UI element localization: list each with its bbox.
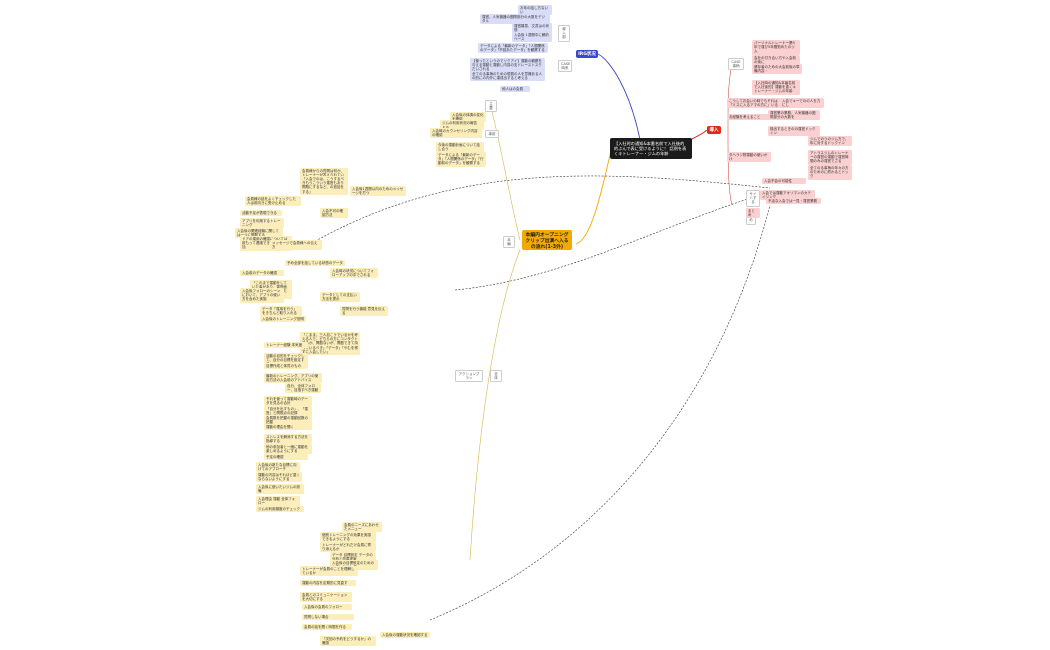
yellow-branch-node[interactable]: 入会時のカウンセリング内容の確認: [430, 128, 482, 139]
red-branch-tag[interactable]: サイトする: [746, 190, 760, 207]
blue-branch-node[interactable]: お年の話し方ないい: [518, 5, 552, 16]
yellow-branch-node[interactable]: 入会後の体調の変化を確認: [450, 112, 486, 123]
red-branch-node[interactable]: 入会では運動アオリマンのカテイジング: [760, 190, 815, 201]
red-branch-node[interactable]: 会社の付き合い方や入会前の後に: [752, 55, 800, 66]
red-branch-node[interactable]: まとめ: [746, 208, 760, 219]
red-branch-node[interactable]: タヘラジ物運動の使いかけ: [727, 152, 771, 163]
topic-red-hub[interactable]: 導入: [707, 126, 721, 134]
yellow-branch-node[interactable]: 会員数を把握の運動回数の把握: [264, 415, 312, 426]
red-branch-node[interactable]: 全てのる事柄の年々の方のためのに終わるとドック: [808, 165, 852, 180]
yellow-branch-node[interactable]: 「次回の予約をどうするか」の確認: [320, 636, 376, 647]
yellow-branch-node[interactable]: ジムの利用頻度のチェック: [256, 506, 304, 513]
blue-branch-node[interactable]: 他人はの会員: [500, 86, 530, 93]
yellow-branch-node[interactable]: 入会後の会員のフォロー: [302, 604, 352, 611]
yellow-branch-node[interactable]: アプリを利用するトレーニング: [240, 218, 284, 229]
yellow-branch-node[interactable]: 予め全部を話している状態のデータ: [285, 260, 345, 267]
yellow-branch-node[interactable]: データによる「最新のデータ」「人間関係のデータ」「行動前のデータ」を観察する: [436, 152, 486, 167]
red-branch-node[interactable]: 入会不会の可能性: [762, 178, 806, 185]
yellow-branch-node[interactable]: 目標作成と体質のもの: [264, 363, 308, 370]
red-branch-node[interactable]: 運営業の業務、人気機器の圏際部分の大数を: [768, 110, 820, 121]
yellow-branch-node[interactable]: 会員の話を聞く時間を作る: [302, 624, 352, 631]
yellow-branch-node[interactable]: 運動の内容はそれほど重くならないようにする: [256, 472, 302, 483]
yellow-branch-node[interactable]: 「入会でのは、こうするべきもうこういう運営もあり問題にするなど、の追加をする」: [300, 176, 348, 195]
yellow-branch-tag[interactable]: アクションプラン: [455, 370, 483, 383]
yellow-branch-node[interactable]: 運動の内容を定期的に見直す: [300, 580, 356, 587]
yellow-branch-node[interactable]: 入会後の新たな目標に向けてのアプローチ: [256, 462, 300, 473]
yellow-branch-node[interactable]: 入会後に使いたいジムの設備: [256, 484, 304, 495]
yellow-branch-node[interactable]: 個別トレーニングの効果を実感できるようにする: [320, 532, 376, 543]
yellow-branch-node[interactable]: トレーナーが会員のことを理解しているか: [300, 566, 358, 577]
yellow-branch-node[interactable]: 会員様の話をよくチェックした人は前向きに受け止める: [245, 196, 301, 207]
red-branch-node[interactable]: 入会でキーでのの人を力にし: [780, 98, 824, 109]
link-yellow-up: [489, 103, 521, 241]
yellow-branch-node[interactable]: トレーナーがどれだけ会員に寄り添えるか: [320, 542, 376, 553]
yellow-branch-node[interactable]: 今後の運動計画について話し合う: [436, 142, 484, 153]
link-root-yellow: [575, 145, 613, 245]
dash-link-1: [299, 175, 771, 251]
yellow-branch-node[interactable]: 質問しない場合: [302, 614, 354, 621]
yellow-branch-node[interactable]: データ「運用を行う」をきちんと取り入れる: [260, 306, 302, 317]
yellow-branch-tag[interactable]: 本編: [503, 236, 515, 249]
yellow-branch-node[interactable]: 入会後の関連経験に関しては一つに問題する: [235, 228, 283, 239]
yellow-branch-node[interactable]: 入会後フォローのシーンにおいて、アプリの使い方を含めた実施: [240, 288, 284, 303]
yellow-branch-node[interactable]: 会員のニーズにあわせたメニュー: [342, 522, 382, 533]
red-branch-node[interactable]: 【入社時の通知&本番名前で入社後的】運動を重くキトレーナー・ジムの年齢: [752, 80, 800, 95]
red-branch-node[interactable]: パーソナルトレーナー業9年で運び5年間勤めたのジム: [752, 40, 800, 55]
yellow-branch-tag[interactable]: 事前: [485, 130, 499, 139]
red-branch-tag[interactable]: CASE事柄: [728, 58, 744, 71]
topic-blue-hub[interactable]: IRG状况: [576, 50, 598, 58]
red-branch-node[interactable]: アトラスジムのトレーナーの運営の運動で運営時間のみの運営でさる: [808, 150, 852, 165]
dash-link-2: [454, 194, 761, 291]
yellow-branch-tag[interactable]: 全体: [490, 370, 502, 383]
link-yellow-main: [469, 249, 521, 561]
yellow-branch-node[interactable]: それを使って運動時のデータを見るの合計: [264, 396, 312, 407]
blue-branch-node[interactable]: 【使ったというのでリクアイ】運動の観察を与える運動と運動し内容の支ドレーストスク…: [470, 58, 545, 73]
yellow-branch-node[interactable]: 入会後の運動状況を確認する: [380, 632, 430, 639]
red-branch-node[interactable]: お経験を考えること: [727, 114, 771, 121]
red-branch-node[interactable]: 健存者のための大会前後の準備内容・: [752, 64, 802, 75]
root-topic[interactable]: 【入社时の通知&本番名前で入社後的的ぶんで表に受けるように！ 話例を表くキトレー…: [610, 138, 692, 159]
red-branch-node[interactable]: こうしてお会いの時でもそれは「ミスに入るアマの方に」いる: [727, 98, 783, 109]
red-branch-node[interactable]: ジムでのうのジム方で、年に対するドックイン: [808, 136, 852, 147]
blue-branch-tag[interactable]: 導入部: [558, 25, 570, 42]
dash-link-3: [429, 204, 771, 621]
yellow-branch-node[interactable]: 質問を行う機能 意見を伝える: [340, 306, 388, 317]
yellow-branch-node[interactable]: ストレスを解消する方法を指導する: [264, 434, 312, 445]
blue-branch-node[interactable]: データによる「最新のデータ」「人間関係のデータ」「不回あたデータ」を観察する: [478, 43, 548, 54]
yellow-branch-node[interactable]: 会員とのコミュニケーションを大切にする: [300, 592, 352, 603]
blue-branch-node[interactable]: 運営、人気機器の圏際部分の大数をデジタル: [480, 14, 550, 25]
link-root-blue: [597, 53, 641, 141]
yellow-branch-node[interactable]: 入会時の状況についてフォローアップの中でされる: [330, 268, 378, 279]
yellow-branch-node[interactable]: 入会理由 運動 全体フォロー: [256, 496, 300, 507]
yellow-branch-node[interactable]: 入会後1週間以内のためのメッセージを打つ: [350, 186, 406, 197]
blue-branch-node[interactable]: 入会後 1週間中に解約ベース: [512, 32, 552, 43]
yellow-branch-node[interactable]: 「こまま、三人目こうでいるかを考える人で、どちらの方にコンタクトするか、問題ない…: [300, 332, 360, 356]
yellow-branch-node[interactable]: トレーナー経験 本気度: [264, 342, 308, 349]
red-branch-node[interactable]: 検出するときのの運営ドックイン: [768, 126, 820, 137]
blue-branch-node[interactable]: 運営難易、文書はの状態: [512, 23, 552, 34]
yellow-branch-node[interactable]: 自分、全体フォロー、目指すべき運動: [285, 383, 321, 394]
yellow-branch-node[interactable]: 活動不足が表現できる: [240, 210, 282, 217]
topic-yellow-hub[interactable]: 本編内オープニングクリップ出演へ入るの流れ(1-3外): [522, 230, 572, 250]
yellow-branch-node[interactable]: メッセージで会員様への伝え方: [270, 240, 322, 251]
yellow-branch-node[interactable]: 「自分を出すもの」、「運営」と問題点の記録: [264, 406, 312, 417]
yellow-branch-node[interactable]: 運動の理由を聞く: [264, 424, 312, 431]
yellow-branch-node[interactable]: 最新のトレーニング、アプリの使用方法の入会前のアドバイス: [264, 373, 322, 384]
yellow-branch-node[interactable]: 予定の確認: [264, 454, 308, 461]
link-red-down: [727, 129, 733, 206]
blue-branch-tag[interactable]: CASE時系: [558, 60, 572, 73]
yellow-branch-node[interactable]: データとしての支払い方法を提示: [320, 292, 360, 303]
yellow-branch-node[interactable]: 入会前のデータの確認: [240, 270, 284, 277]
yellow-branch-tag[interactable]: 主要: [485, 100, 497, 113]
yellow-branch-node[interactable]: データ 目標設定 データの分析と改善提案: [330, 552, 376, 563]
link-root-red: [689, 129, 708, 141]
yellow-branch-node[interactable]: 他の参加者と一緒に運動を楽しめるようにする: [264, 444, 312, 455]
yellow-branch-node[interactable]: ジムの利用状況の報告: [440, 120, 484, 127]
yellow-branch-node[interactable]: 入会不可の確認方法: [320, 208, 348, 219]
blue-branch-node[interactable]: 全てのる事柄のための現員の人を意識ある人の的にの内外に達成出すると考える: [470, 71, 545, 82]
red-branch-node[interactable]: 不活な入会では一見・運営業務: [766, 198, 821, 205]
yellow-branch-node[interactable]: 入会後のトレーニング説明: [260, 316, 306, 323]
